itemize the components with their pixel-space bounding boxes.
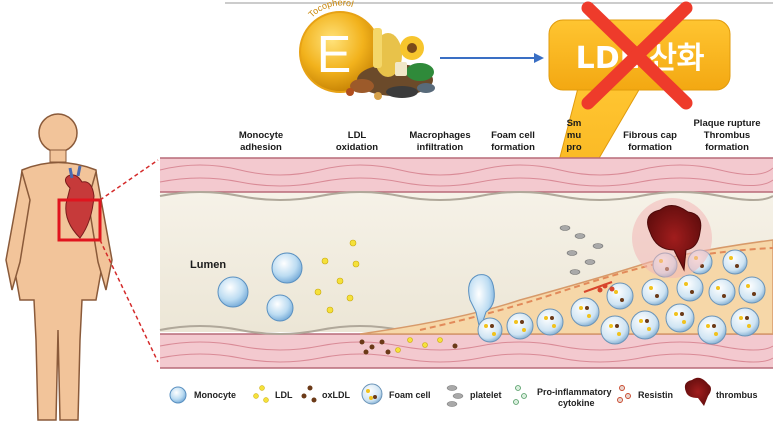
ldl-particles: [314, 239, 443, 353]
stage-5-line1: Sm: [567, 118, 582, 129]
stage-6-line1: Fibrous cap: [623, 130, 677, 141]
stage-7-line2: Thrombus: [704, 130, 750, 141]
heart-icon: [64, 174, 95, 239]
legend-resistin-icon: [617, 385, 631, 403]
stage-7-line1: Plaque rupture: [693, 118, 760, 129]
cross-icon: [581, 1, 693, 110]
stage-4-line1: Foam cell: [491, 130, 535, 141]
legend-oxldl: oxLDL: [322, 390, 351, 400]
legend-cytokine-icon: [513, 385, 527, 405]
vitamin-e-graphic: E Tocopherol: [299, 0, 435, 100]
legend-foam-cell: Foam cell: [389, 390, 431, 400]
lumen-label: Lumen: [190, 259, 226, 271]
legend: Monocyte LDL oxLDL Foam cell platelet Pr…: [169, 377, 758, 408]
lumen-monocytes: [217, 252, 495, 332]
stage-5-line3: pro: [566, 142, 582, 153]
legend-oxldl-icon: [301, 385, 317, 403]
food-cluster: [346, 28, 435, 100]
stage-4-line2: formation: [491, 142, 535, 153]
legend-ldl-icon: [253, 385, 269, 403]
legend-ldl: LDL: [275, 390, 293, 400]
platelets: [559, 225, 604, 275]
legend-monocyte: Monocyte: [194, 390, 236, 400]
vessel-top-wall: [160, 158, 773, 192]
oxldl-particles: [359, 339, 458, 355]
stage-3-line2: infiltration: [417, 142, 464, 153]
stage-5-line2: mu: [567, 130, 581, 141]
stage-3-line1: Macrophages: [409, 130, 470, 141]
stage-7-line3: formation: [705, 142, 749, 153]
legend-cytokine-line2: cytokine: [558, 398, 595, 408]
stage-2-line2: oxidation: [336, 142, 378, 153]
resistin-marks: [583, 281, 615, 293]
stage-1-line1: Monocyte: [239, 130, 283, 141]
stage-labels: Monocyte adhesion LDL oxidation Macropha…: [239, 118, 761, 153]
thrombus-cluster: [632, 198, 712, 278]
legend-thrombus: thrombus: [716, 390, 758, 400]
stage-6-line2: formation: [628, 142, 672, 153]
legend-platelet-icon: [446, 385, 464, 407]
legend-platelet: platelet: [470, 390, 502, 400]
vitamin-letter: E: [317, 26, 352, 84]
vessel-bottom-wall: [160, 334, 773, 368]
legend-resistin: Resistin: [638, 390, 673, 400]
heart-highlight-box: [57, 198, 102, 242]
legend-thrombus-icon: [684, 377, 711, 406]
stage-2-line1: LDL: [348, 130, 367, 141]
legend-monocyte-icon: [169, 386, 187, 404]
human-body-figure: [5, 113, 159, 421]
stage-1-line2: adhesion: [240, 142, 282, 153]
legend-cytokine-line1: Pro-inflammatory: [537, 387, 612, 397]
vitamin-arrow: [440, 53, 544, 63]
legend-foam-cell-icon: [361, 383, 383, 405]
